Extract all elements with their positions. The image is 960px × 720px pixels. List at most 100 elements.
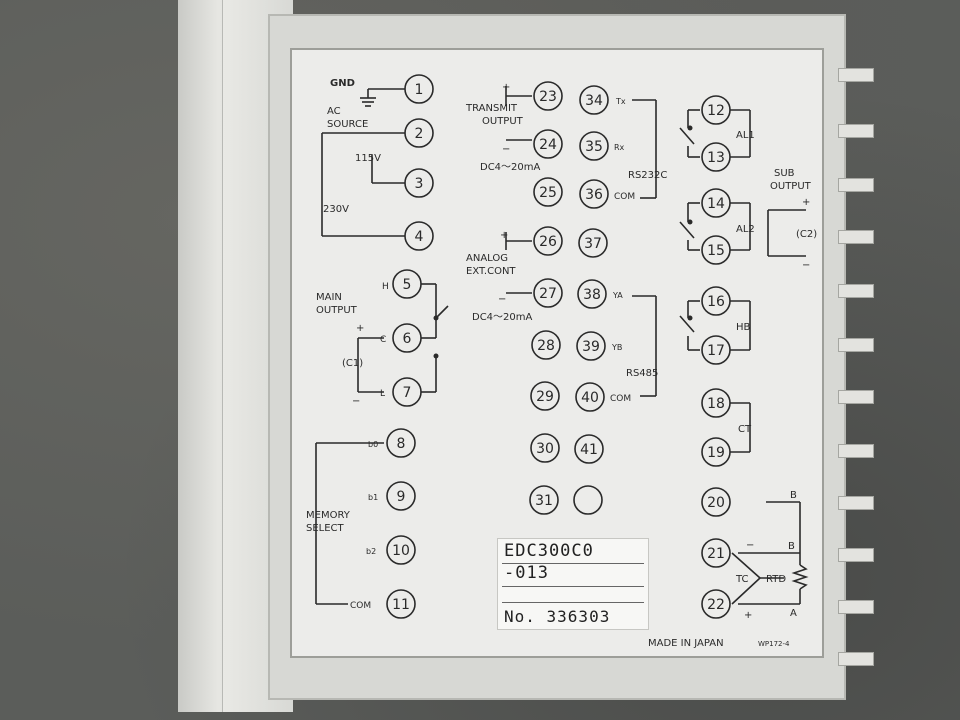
terminal-12: 12: [701, 95, 731, 125]
label-com-232: COM: [614, 192, 635, 202]
svg-text:3: 3: [415, 176, 424, 192]
label-c1-minus: −: [352, 396, 360, 407]
terminal-25: 25: [533, 177, 563, 207]
svg-text:40: 40: [581, 390, 599, 406]
svg-text:6: 6: [403, 331, 412, 347]
terminal-contacts: [433, 125, 693, 359]
label-c2: (C2): [796, 229, 817, 240]
label-main-output: OUTPUT: [316, 305, 358, 316]
model-sticker: EDC300C0 -013 No. 336303: [497, 538, 649, 630]
svg-text:14: 14: [707, 196, 725, 212]
label-ct: CT: [738, 424, 752, 435]
label-transmit-output: OUTPUT: [482, 116, 524, 127]
svg-text:13: 13: [707, 150, 725, 166]
wiring-labels: GND AC SOURCE 115V 230V MAIN OUTPUT H C …: [306, 78, 817, 649]
svg-text:18: 18: [707, 396, 725, 412]
terminal-40: 40: [575, 382, 605, 412]
terminal-26: 26: [533, 226, 563, 256]
fin: [838, 652, 874, 666]
label-hb: HB: [736, 322, 751, 333]
label-com-memory: COM: [350, 601, 371, 611]
terminal-23: 23: [533, 81, 563, 111]
label-rs232c: RS232C: [628, 170, 667, 181]
label-tc: TC: [735, 574, 749, 585]
terminal-10: 10: [386, 535, 416, 565]
wiring-lines: [315, 86, 809, 605]
terminal-9: 9: [386, 481, 416, 511]
terminal-20: 20: [701, 487, 731, 517]
svg-text:22: 22: [707, 597, 725, 613]
fin: [838, 600, 874, 614]
svg-text:17: 17: [707, 343, 725, 359]
label-source: SOURCE: [327, 119, 368, 130]
terminal-17: 17: [701, 335, 731, 365]
label-transmit-range: DC4～20mA: [480, 162, 541, 173]
fin: [838, 124, 874, 138]
sticker-serial: No. 336303: [504, 607, 611, 626]
svg-text:41: 41: [580, 442, 598, 458]
terminal-34: 34: [579, 85, 609, 115]
svg-text:37: 37: [584, 236, 602, 252]
label-b-mid: B: [788, 541, 795, 552]
terminal-6: 6: [392, 323, 422, 353]
label-h: H: [382, 282, 389, 292]
fin: [838, 390, 874, 404]
svg-text:20: 20: [707, 495, 725, 511]
svg-text:39: 39: [582, 339, 600, 355]
fin: [838, 178, 874, 192]
fin: [838, 230, 874, 244]
svg-text:24: 24: [539, 137, 557, 153]
label-c1: (C1): [342, 358, 363, 369]
sticker-rule: [502, 602, 644, 603]
svg-text:26: 26: [539, 234, 557, 250]
terminal-24: 24: [533, 129, 563, 159]
label-main: MAIN: [316, 292, 342, 303]
svg-text:29: 29: [536, 389, 554, 405]
terminal-39: 39: [576, 331, 606, 361]
label-c1-plus: +: [356, 323, 364, 334]
terminal-13: 13: [701, 142, 731, 172]
svg-text:19: 19: [707, 445, 725, 461]
svg-text:7: 7: [403, 385, 412, 401]
terminal-31: 31: [529, 485, 559, 515]
label-115v: 115V: [355, 153, 381, 164]
fin: [838, 548, 874, 562]
terminal-11: 11: [386, 589, 416, 619]
label-analog-plus: +: [500, 230, 508, 241]
label-230v: 230V: [323, 204, 349, 215]
terminal-19: 19: [701, 437, 731, 467]
terminal-22: 22: [701, 589, 731, 619]
svg-text:1: 1: [415, 82, 424, 98]
label-gnd: GND: [330, 78, 355, 89]
svg-text:36: 36: [585, 187, 603, 203]
terminal-27: 27: [533, 278, 563, 308]
svg-text:35: 35: [585, 139, 603, 155]
cooling-fins: [838, 60, 878, 680]
label-transmit: TRANSMIT: [465, 103, 518, 114]
label-memory: MEMORY: [306, 510, 351, 521]
label-com-485: COM: [610, 394, 631, 404]
svg-text:12: 12: [707, 103, 725, 119]
svg-text:38: 38: [583, 287, 601, 303]
label-analog: ANALOG: [466, 253, 508, 264]
terminal-blank: [573, 485, 603, 515]
label-b0: b0: [368, 440, 378, 449]
svg-text:31: 31: [535, 493, 553, 509]
terminal-18: 18: [701, 388, 731, 418]
svg-text:11: 11: [392, 597, 410, 613]
terminal-41: 41: [574, 434, 604, 464]
svg-text:21: 21: [707, 546, 725, 562]
svg-text:8: 8: [397, 436, 406, 452]
label-made-in: MADE IN JAPAN: [648, 638, 724, 649]
label-extcont: EXT.CONT: [466, 266, 516, 277]
label-rtd: RTD: [766, 574, 786, 585]
label-ya: YA: [612, 291, 623, 300]
fin: [838, 284, 874, 298]
svg-text:16: 16: [707, 294, 725, 310]
label-sub-output: OUTPUT: [770, 181, 812, 192]
svg-text:28: 28: [537, 338, 555, 354]
svg-text:15: 15: [707, 243, 725, 259]
svg-text:30: 30: [536, 441, 554, 457]
terminal-15: 15: [701, 235, 731, 265]
